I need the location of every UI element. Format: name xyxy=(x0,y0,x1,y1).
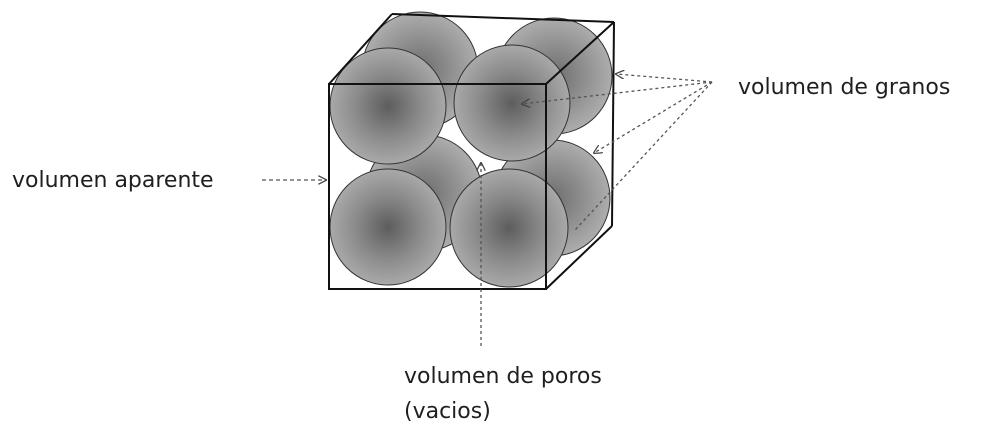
pore-volume-sublabel: (vacios) xyxy=(404,399,491,424)
front-spheres xyxy=(329,44,571,288)
sphere-front-top-right xyxy=(453,44,571,162)
sphere-front-bottom-left xyxy=(329,168,447,286)
pore-volume-label: volumen de poros xyxy=(404,364,602,389)
cube-edges xyxy=(328,13,615,290)
cube-edge-right-back xyxy=(611,21,615,227)
leader-lines-granos xyxy=(522,74,713,231)
cube-edge-top-left xyxy=(328,13,393,85)
cube-back-edges xyxy=(391,13,615,23)
cube-edge-bottom-right xyxy=(545,225,613,290)
bulk-volume-label: volumen aparente xyxy=(12,168,214,193)
sphere-front-top-left xyxy=(329,47,447,165)
cube-front-face xyxy=(328,83,547,290)
arrow-icon xyxy=(594,81,713,153)
sphere-front-bottom-right xyxy=(449,168,569,288)
grain-volume-label: volumen de granos xyxy=(738,75,951,100)
arrow-icon xyxy=(616,74,713,83)
arrow-icon xyxy=(522,81,713,104)
arrow-icon xyxy=(574,81,713,231)
cube-edge-top-right xyxy=(545,21,615,85)
